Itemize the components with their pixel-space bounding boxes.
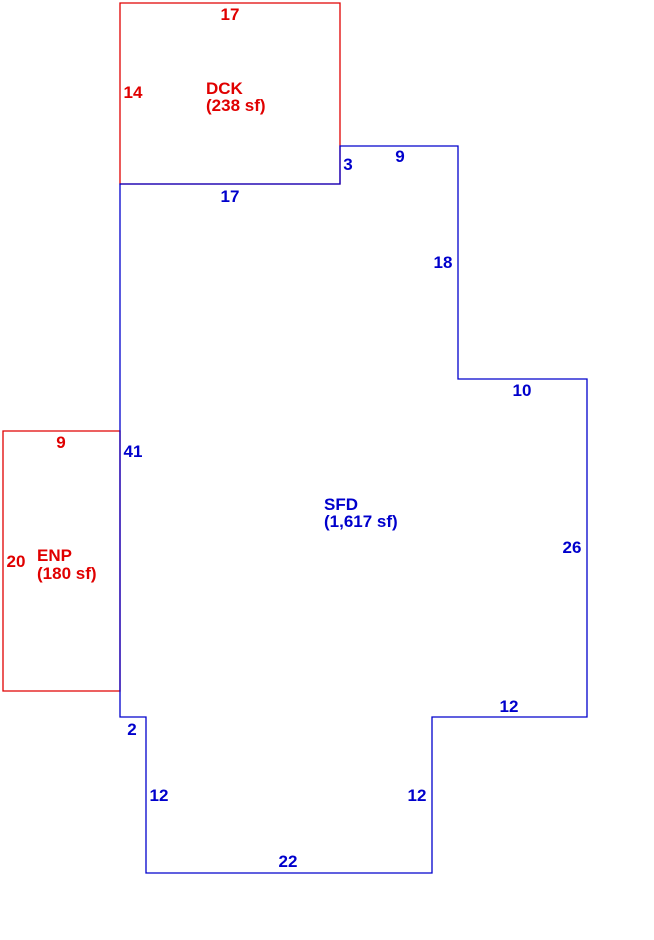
- deck-top-dimension: 17: [221, 5, 240, 24]
- house-area-label: (1,617 sf): [324, 512, 398, 531]
- house-right-low-top-dimension: 12: [500, 697, 519, 716]
- house-right-mid-dimension: 26: [563, 538, 582, 557]
- deck-code-label: DCK: [206, 79, 244, 98]
- deck-right-step-dimension: 3: [343, 155, 352, 174]
- house-top-right-dimension: 9: [395, 147, 404, 166]
- deck-left-dimension: 14: [124, 83, 143, 102]
- house-left-dimension: 41: [124, 442, 143, 461]
- porch-top-dimension: 9: [56, 433, 65, 452]
- house-lower-left-dimension: 12: [150, 786, 169, 805]
- house-outline: [119, 145, 588, 874]
- deck-bottom-dimension: 17: [221, 187, 240, 206]
- porch-code-label: ENP: [37, 546, 72, 565]
- house-bottom-dimension: 22: [279, 852, 298, 871]
- porch-area-label: (180 sf): [37, 564, 97, 583]
- house-right-upper-dimension: 18: [434, 253, 453, 272]
- porch-left-dimension: 20: [7, 552, 26, 571]
- house-right-mid-top-dimension: 10: [513, 381, 532, 400]
- deck-area-label: (238 sf): [206, 96, 266, 115]
- house-lower-right-dimension: 12: [408, 786, 427, 805]
- house-step-left-dimension: 2: [127, 720, 136, 739]
- house-code-label: SFD: [324, 495, 358, 514]
